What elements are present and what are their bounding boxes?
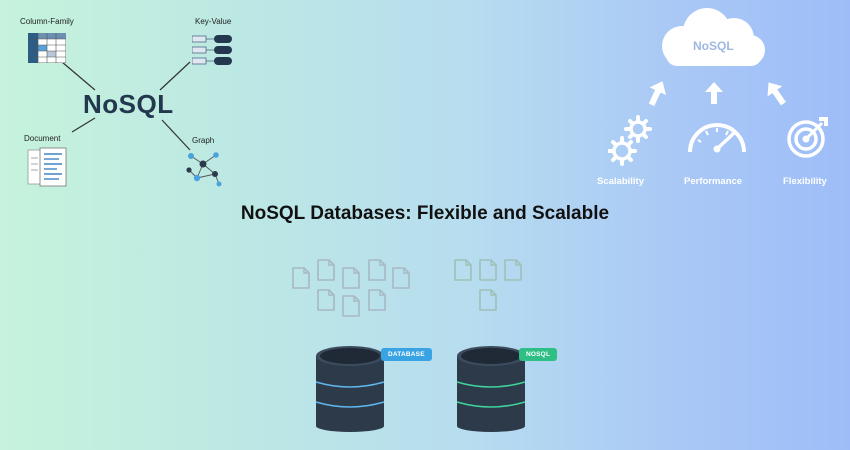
database-cylinder-icon: [315, 346, 385, 432]
cloud-icon: [662, 8, 765, 66]
cloud-label: NoSQL: [693, 39, 734, 53]
gears-icon: [608, 115, 652, 166]
page-title: NoSQL Databases: Flexible and Scalable: [240, 203, 610, 224]
key-value-pairs-icon: [192, 35, 232, 65]
feature-performance-label: Performance: [684, 176, 743, 187]
document-label: Document: [24, 134, 61, 143]
graph-label: Graph: [192, 136, 215, 145]
column-family-label: Column-Family: [20, 17, 74, 26]
nosql-cloud-benefits: NoSQL: [590, 0, 850, 200]
nosql-types-diagram: Column-Family Key-Value: [0, 0, 300, 200]
speedometer-icon: [688, 123, 746, 153]
target-icon: [787, 117, 828, 158]
nosql-badge: NOSQL: [519, 348, 558, 361]
arrow-up-left-icon: [648, 81, 667, 106]
diagram-connector-lines: [61, 61, 191, 151]
scattered-documents-illustration: [292, 259, 522, 317]
document-icon: [27, 147, 67, 187]
feature-scalability-label: Scalability: [597, 176, 644, 187]
graph-network-icon: [186, 152, 222, 187]
key-value-label: Key-Value: [195, 17, 232, 26]
arrow-up-right-icon: [767, 82, 786, 106]
table-grid-icon: [28, 33, 66, 63]
nosql-cylinder-icon: [456, 346, 526, 432]
database-badge: DATABASE: [381, 348, 432, 361]
feature-flexibility-label: Flexibility: [783, 176, 827, 187]
nosql-center-title: NoSQL: [83, 89, 174, 119]
arrow-up-icon: [705, 82, 723, 104]
